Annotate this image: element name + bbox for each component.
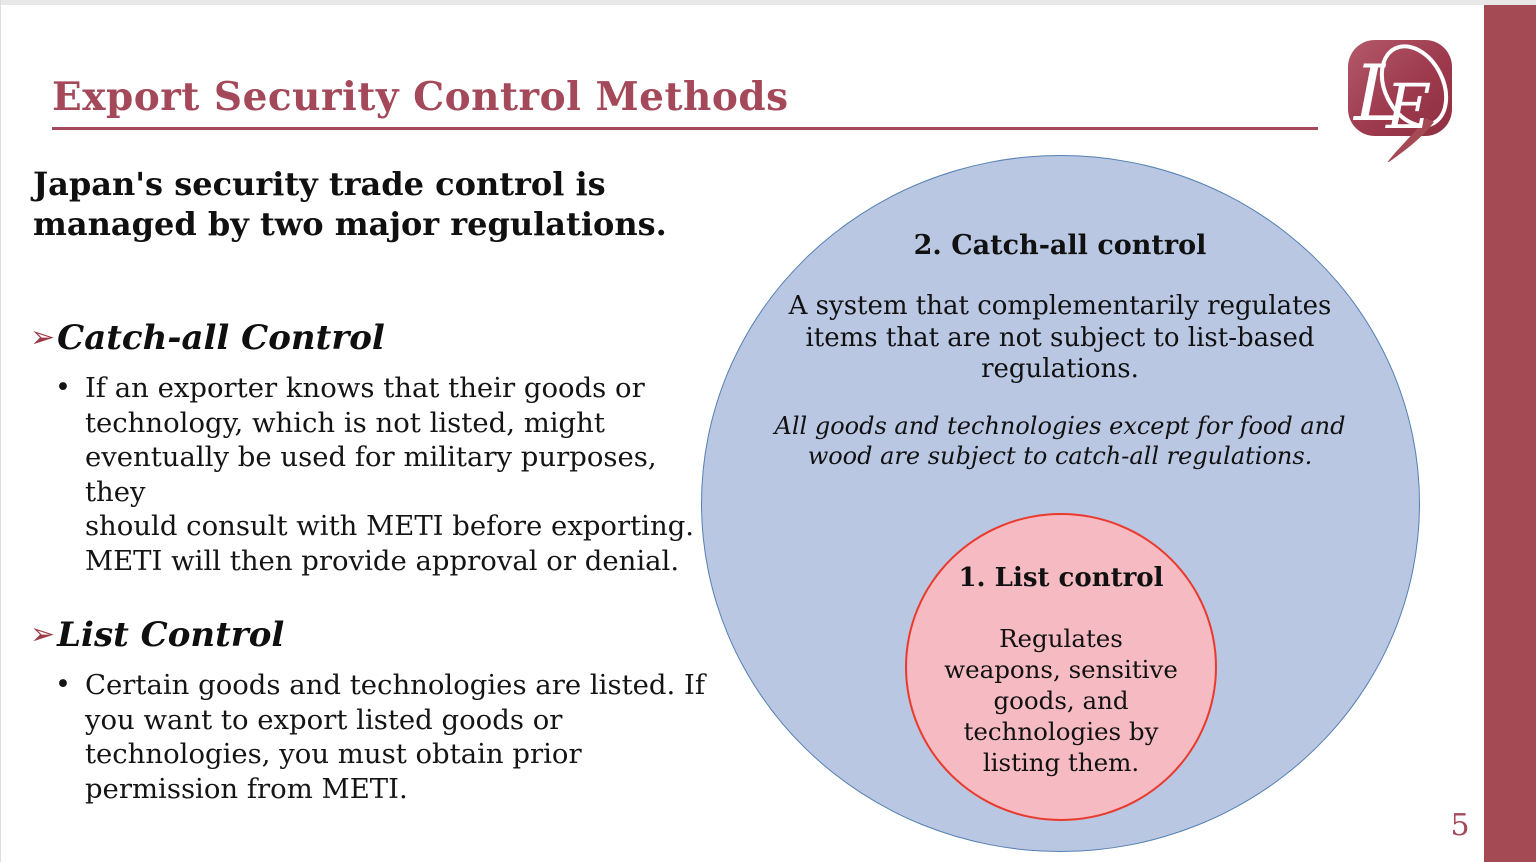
list-circle-description: Regulates weapons, sensitive goods, and … <box>944 624 1178 777</box>
dot-bullet-icon: • <box>55 372 71 403</box>
section-heading-catch-all: ➢ Catch-all Control <box>30 318 690 358</box>
section-heading-list: ➢ List Control <box>30 615 690 655</box>
logo-letter-e: E <box>1385 70 1431 143</box>
catch-all-bullet: • If an exporter knows that their goods … <box>55 371 715 578</box>
arrow-bullet-icon: ➢ <box>30 617 56 652</box>
slide-title: Export Security Control Methods <box>52 74 789 120</box>
catch-all-circle-title: 2. Catch-all control <box>913 230 1207 261</box>
window-top-edge <box>0 0 1536 5</box>
list-control-circle <box>905 513 1217 821</box>
slide-accent-sidebar <box>1484 5 1536 862</box>
catch-all-bullet-text: If an exporter knows that their goods or… <box>84 372 695 577</box>
catch-all-circle-note: All goods and technologies except for fo… <box>774 412 1346 470</box>
catch-all-circle-description: A system that complementarily regulates … <box>788 291 1332 384</box>
company-logo: L E <box>1340 26 1460 164</box>
list-control-bullet-text: Certain goods and technologies are liste… <box>84 669 706 805</box>
dot-bullet-icon: • <box>55 669 71 700</box>
list-circle-title: 1. List control <box>958 563 1164 593</box>
arrow-bullet-icon: ➢ <box>30 320 56 355</box>
window-left-edge <box>0 0 1 862</box>
title-underline <box>52 127 1318 130</box>
section-heading-label: List Control <box>57 615 285 655</box>
section-heading-label: Catch-all Control <box>57 318 385 358</box>
logo-letter-l: L <box>1352 49 1406 139</box>
intro-statement: Japan's security trade control is manage… <box>33 165 667 243</box>
le-logo-icon: L E <box>1348 40 1452 164</box>
page-number: 5 <box>1450 808 1470 843</box>
list-control-bullet: • Certain goods and technologies are lis… <box>55 668 715 806</box>
